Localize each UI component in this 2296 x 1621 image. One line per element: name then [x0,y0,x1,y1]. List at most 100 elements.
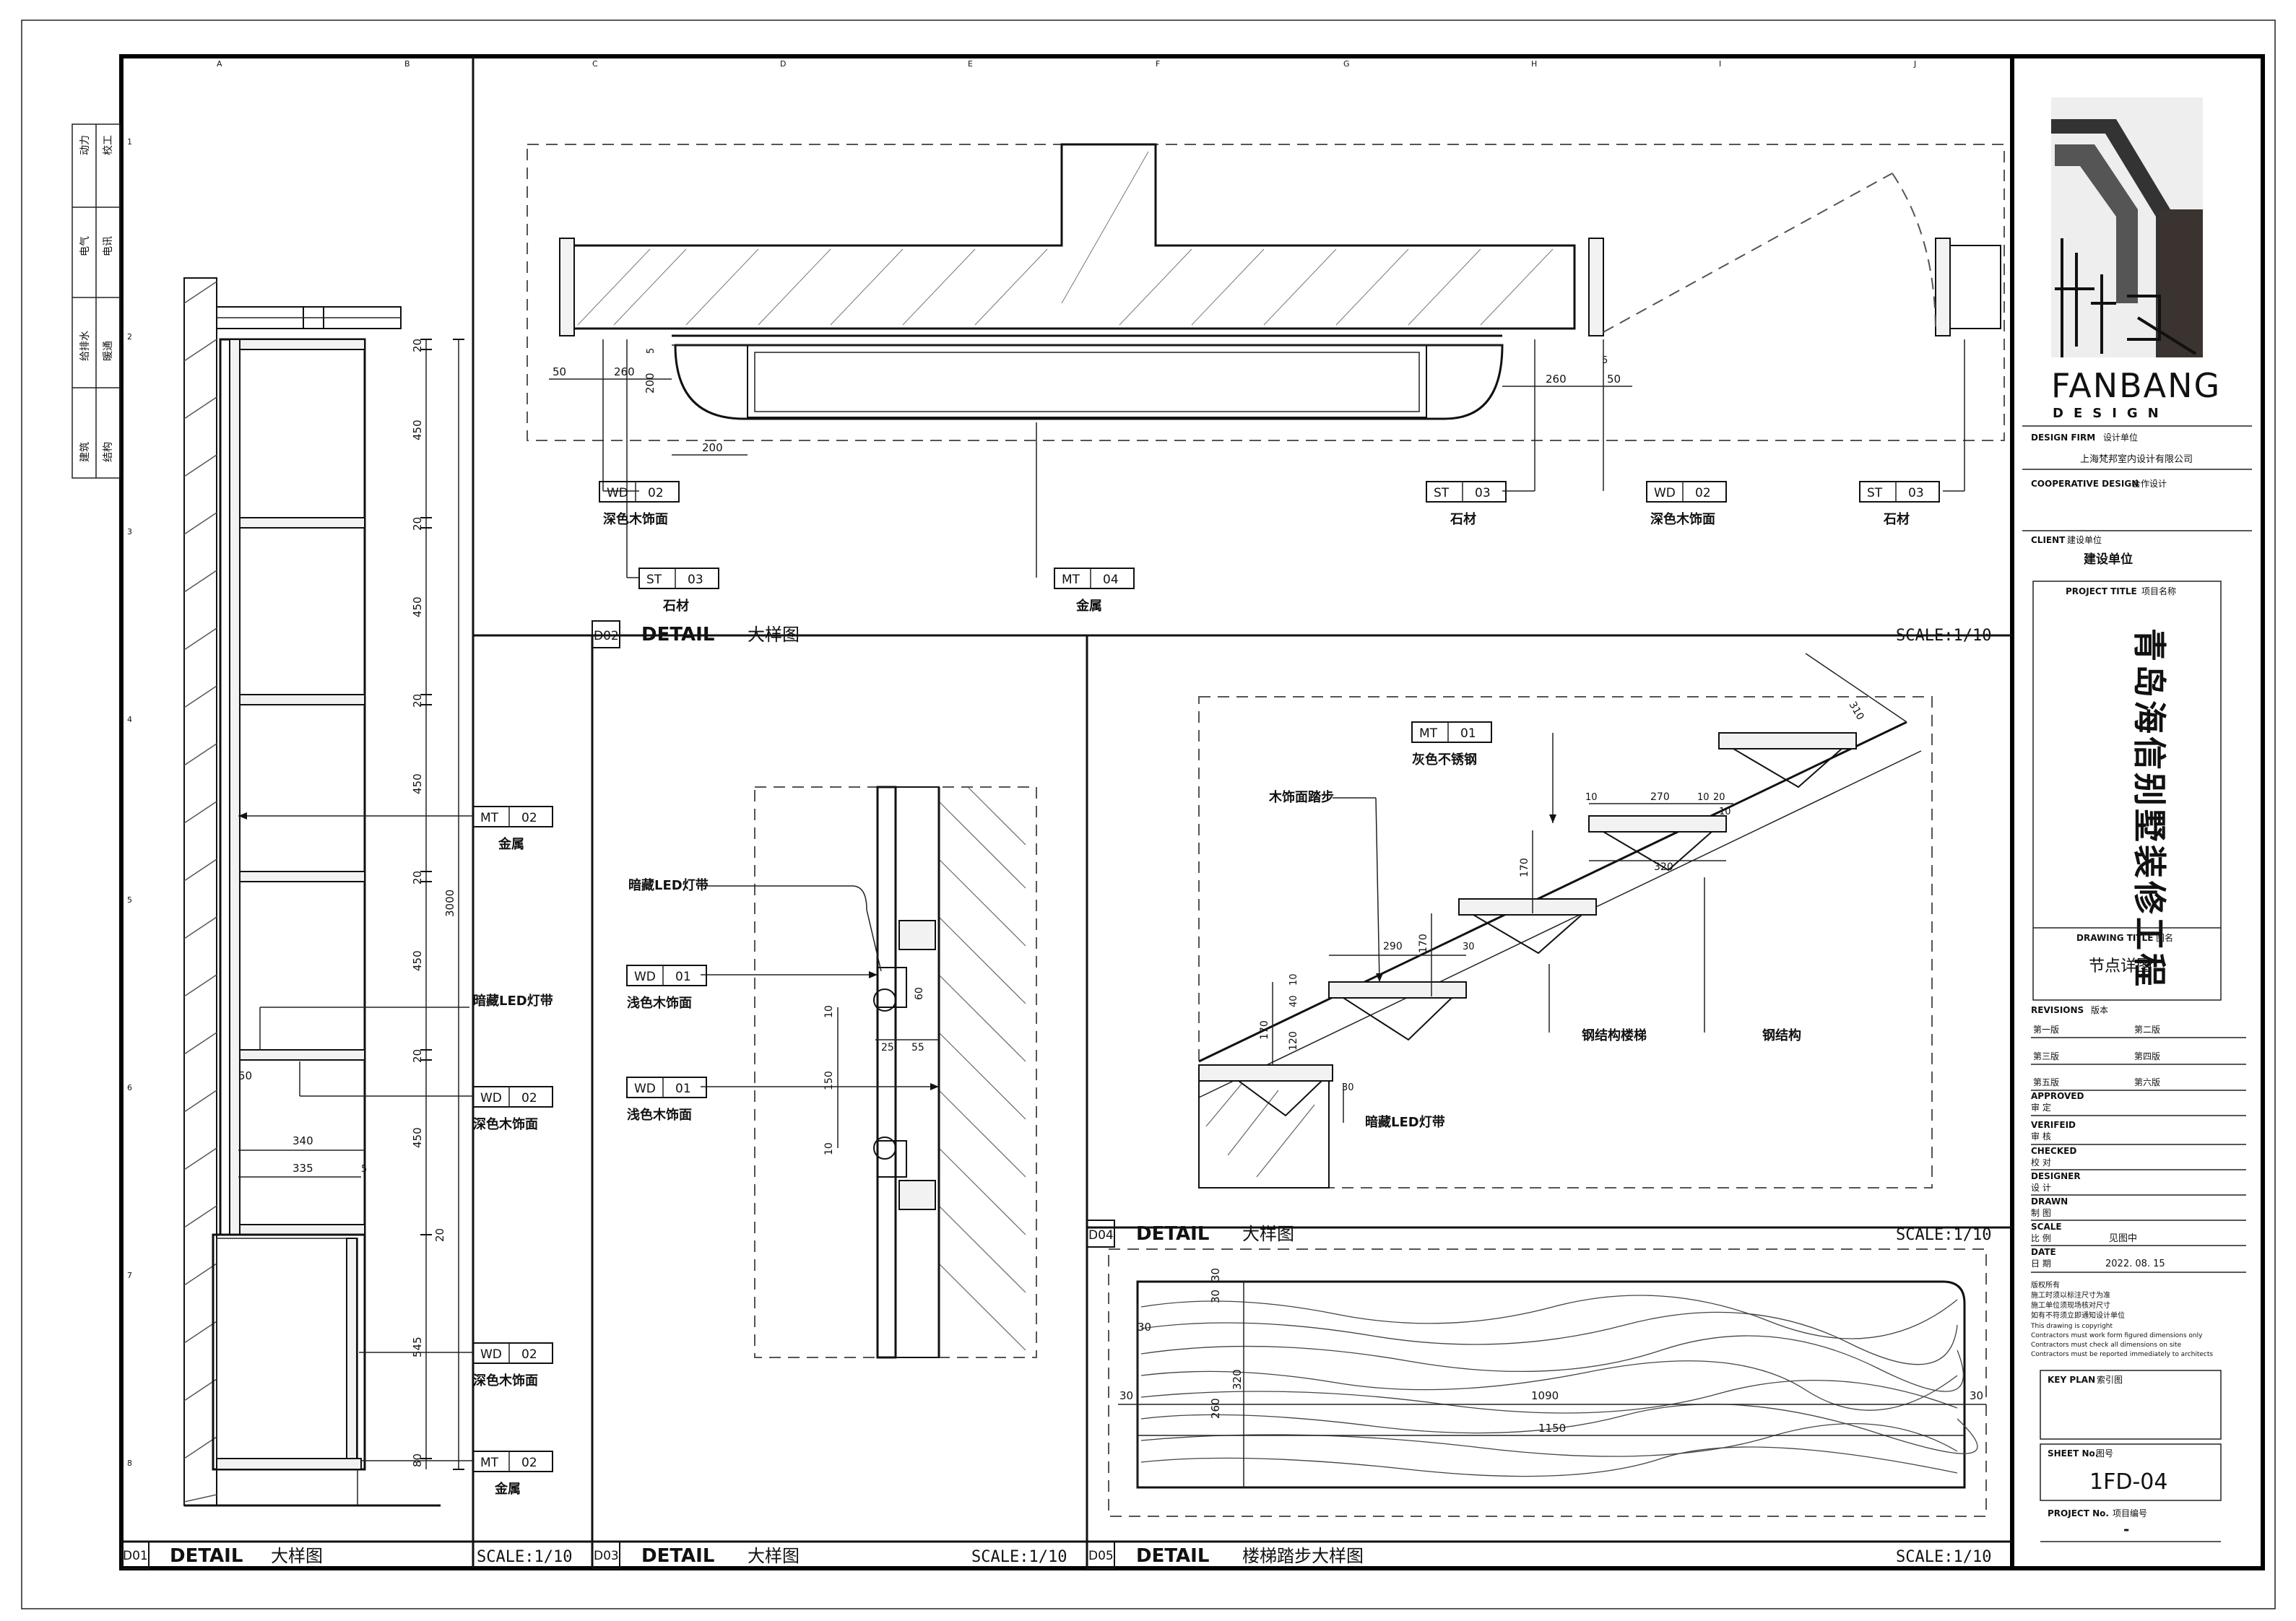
svg-text:大样图: 大样图 [271,1546,323,1566]
strip-cell: 校工 [102,135,114,155]
svg-text:设 计: 设 计 [2031,1183,2051,1193]
svg-text:建设单位: 建设单位 [2067,534,2102,545]
svg-text:图名: 图名 [2156,932,2173,943]
svg-text:02: 02 [521,1091,537,1105]
svg-text:版本: 版本 [2091,1005,2108,1015]
dimension: 1150 [1538,1422,1566,1435]
svg-text:索引图: 索引图 [2097,1375,2123,1385]
grid-refs: A B C D E F G H I J 1 2 3 4 5 6 7 8 [127,59,1916,1468]
svg-text:大样图: 大样图 [748,625,800,645]
svg-text:合作设计: 合作设计 [2132,478,2167,489]
dimension: 545 [411,1337,424,1357]
svg-text:DESIGNER: DESIGNER [2031,1171,2081,1181]
dimension-total: 3000 [443,890,456,917]
svg-text:上海梵邦室内设计有限公司: 上海梵邦室内设计有限公司 [2080,453,2193,465]
svg-text:ST: ST [1867,486,1883,500]
dimension: 270 [1650,791,1670,803]
dimension: 10 [1585,792,1598,803]
dimension: 10 [1288,973,1299,986]
svg-text:WD: WD [480,1347,502,1362]
svg-text:项目名称: 项目名称 [2141,586,2176,596]
dimension: 260 [614,365,635,378]
svg-text:03: 03 [1475,486,1491,500]
tag-mt02-b: MT 02 金属 [472,1451,553,1497]
dimension: 40 [1288,995,1299,1007]
tag-mt02-a: MT 02 金属 [472,806,553,852]
title-d02: D02 DETAIL 大样图 SCALE:1/10 [592,620,1991,648]
svg-text:深色木饰面: 深色木饰面 [603,511,668,527]
svg-text:金属: 金属 [1075,598,1102,614]
svg-text:审 定: 审 定 [2031,1102,2051,1113]
svg-text:D02: D02 [594,629,619,643]
dimension: 340 [293,1134,313,1147]
grid-number: 1 [127,137,132,147]
svg-text:第一版: 第一版 [2033,1025,2059,1035]
svg-text:SCALE:1/10: SCALE:1/10 [971,1548,1067,1566]
dimension: 450 [411,420,424,440]
svg-text:03: 03 [688,573,703,587]
dimension: 50 [553,365,566,378]
svg-text:日 期: 日 期 [2031,1259,2051,1269]
dimension: 30 [1209,1268,1222,1282]
svg-text:大样图: 大样图 [748,1546,800,1566]
svg-text:DESIGN FIRM: DESIGN FIRM [2031,433,2095,443]
svg-text:WD: WD [1654,486,1676,500]
svg-text:金属: 金属 [494,1481,521,1497]
svg-text:SCALE:1/10: SCALE:1/10 [1896,1548,1991,1566]
svg-text:SCALE:1/10: SCALE:1/10 [1896,627,1991,645]
dimension: 30 [1119,1389,1133,1402]
grid-number: 8 [127,1459,132,1468]
detail-d02: 50 5 260 200 200 260 50 5 [527,143,2005,578]
title-d01: D01 DETAIL 大样图 SCALE:1/10 [121,1541,572,1569]
svg-text:ST: ST [646,573,662,587]
svg-text:第三版: 第三版 [2033,1051,2059,1061]
grid-letter: G [1343,59,1350,69]
led-label: 暗藏LED灯带 [628,877,709,893]
grid-letter: J [1913,59,1916,69]
svg-text:MT: MT [1062,573,1080,587]
dimension: 450 [411,1127,424,1148]
dimension: 50 [238,1069,252,1082]
dimension: 5 [646,348,657,354]
svg-text:REVISIONS: REVISIONS [2031,1005,2084,1015]
svg-text:KEY PLAN: KEY PLAN [2048,1375,2095,1385]
svg-text:PROJECT TITLE: PROJECT TITLE [2066,586,2137,596]
tag-mt01: MT 01 灰色不锈钢 [1411,721,1492,768]
svg-text:审 核: 审 核 [2031,1131,2051,1142]
svg-text:图号: 图号 [2096,1448,2113,1459]
svg-text:ST: ST [1434,486,1450,500]
dimension: 5 [1602,355,1608,366]
svg-text:APPROVED: APPROVED [2031,1091,2084,1101]
strip-cell: 暖通 [103,341,114,361]
grid-number: 2 [127,332,132,342]
svg-text:浅色木饰面: 浅色木饰面 [627,995,692,1011]
dimension: 30 [1209,1290,1222,1303]
title-d03: D03 DETAIL 大样图 SCALE:1/10 [592,1541,1067,1569]
svg-text:COOPERATIVE DESIGN: COOPERATIVE DESIGN [2031,479,2139,489]
dimension: 55 [911,1042,924,1053]
logo-sub: DESIGN [2053,406,2169,421]
svg-text:MT: MT [480,1456,499,1470]
svg-text:深色木饰面: 深色木饰面 [473,1116,538,1132]
dimension: 30 [1463,942,1475,952]
svg-text:D04: D04 [1088,1228,1114,1243]
tag-st03-b: ST 03 石材 [1426,481,1507,527]
svg-text:-: - [2123,1521,2129,1538]
dimension: 260 [1209,1398,1222,1419]
dimension: 30 [1342,1082,1354,1093]
led-label: 暗藏LED灯带 [473,993,553,1009]
dimension: 50 [1607,373,1621,386]
dimension: 200 [702,441,723,454]
svg-text:如有不符须立即通知设计单位: 如有不符须立即通知设计单位 [2031,1311,2125,1320]
dimension: 30 [1970,1389,1983,1402]
strip-cell: 电气 [79,236,91,256]
svg-text:CHECKED: CHECKED [2031,1146,2076,1156]
svg-text:DRAWING TITLE: DRAWING TITLE [2076,933,2153,943]
grid-letter: I [1719,59,1721,69]
strip-cell: 结构 [103,442,114,462]
dimension: 320 [1231,1369,1244,1390]
dimension: 25 [881,1042,894,1053]
svg-text:02: 02 [521,1456,537,1470]
svg-text:施工时须以标注尺寸为准: 施工时须以标注尺寸为准 [2031,1290,2110,1300]
